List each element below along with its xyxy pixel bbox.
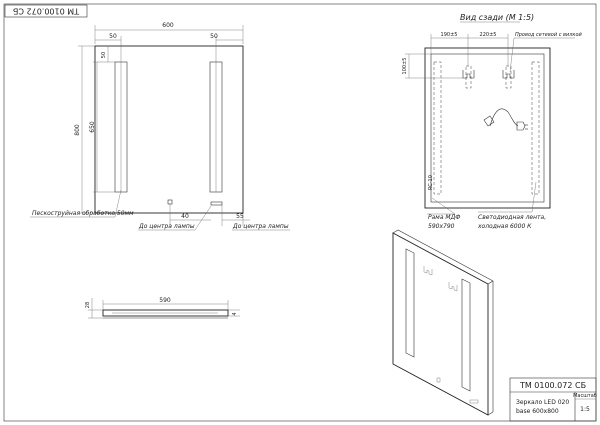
- dim-28: 28: [85, 302, 91, 308]
- sheet-frame: [3, 3, 597, 422]
- power-cable: [489, 108, 519, 127]
- note-frame-size: 590х790: [428, 223, 455, 230]
- power-plug-icon: [483, 115, 495, 127]
- dim-4: 4: [232, 312, 238, 315]
- hanger-right-icon: [502, 70, 515, 79]
- rear-led-left: [433, 61, 442, 195]
- note-frame: Рама МДФ: [428, 214, 460, 221]
- rear-inner-frame: [430, 53, 545, 203]
- dim-800: 800: [74, 124, 81, 136]
- note-center-right: До центра лампы: [232, 223, 289, 230]
- dim-55: 55: [236, 213, 244, 220]
- front-sensor: [167, 199, 173, 205]
- dim-50-right: 50: [210, 33, 218, 40]
- front-mirror-outline: [94, 45, 244, 214]
- rear-view: Вид сзади (М 1:5) RC-10 190±5 220±5: [402, 13, 583, 230]
- side-profile: [102, 309, 229, 317]
- note-center-left: До центра лампы: [138, 223, 195, 230]
- title-block-sheet-label: Масштаб: [573, 393, 597, 399]
- dim-190: 190±5: [441, 32, 458, 38]
- note-led: Светодиодная лента,: [478, 214, 546, 221]
- iso-left-lamp: [405, 248, 415, 358]
- front-switch: [210, 201, 223, 206]
- front-view: 600 50 50 800 650 50 Пескоструйная обраб…: [30, 22, 290, 231]
- dim-40: 40: [181, 213, 189, 220]
- rear-small-mark: RC-10: [428, 175, 434, 190]
- rear-slot-right: [505, 65, 512, 89]
- iso-hanger-left-icon: [423, 266, 433, 276]
- title-block-sheet-value: 1:5: [580, 406, 590, 413]
- dim-600: 600: [162, 22, 174, 29]
- title-block: ТМ 0100.072 СБ Зеркало LED 020 base 600х…: [509, 377, 597, 422]
- title-block-name-2: base 600х800: [516, 408, 559, 415]
- iso-switch: [469, 399, 479, 404]
- iso-view: [392, 229, 494, 416]
- iso-mirror-edge: [392, 229, 494, 285]
- rear-slot-left: [465, 65, 472, 89]
- note-wire: Провод сетевой с вилкой: [515, 32, 583, 38]
- dim-50-top: 50: [101, 52, 107, 58]
- top-stamp-code: ТМ 0100.072 СБ: [13, 7, 80, 16]
- iso-right-lamp: [461, 278, 471, 392]
- hanger-left-icon: [462, 70, 475, 79]
- rear-view-title: Вид сзади (М 1:5): [460, 13, 534, 22]
- dim-50-left: 50: [109, 33, 117, 40]
- title-block-code: ТМ 0100.072 СБ: [519, 381, 586, 390]
- note-sandblast: Пескоструйная обработка 50мм: [32, 210, 134, 217]
- top-stamp: ТМ 0100.072 СБ: [4, 4, 88, 18]
- rear-outline: [424, 47, 551, 209]
- iso-hanger-right-icon: [448, 282, 458, 292]
- side-view: 590 28 4: [85, 297, 240, 319]
- dim-590: 590: [159, 297, 171, 304]
- rear-led-right: [531, 61, 540, 195]
- dim-650: 650: [89, 121, 96, 133]
- iso-mirror-face: [392, 232, 489, 416]
- note-led-2: холодная 6000 К: [477, 223, 532, 230]
- iso-sensor: [436, 377, 441, 383]
- dim-220: 220±5: [480, 32, 497, 38]
- title-block-name-1: Зеркало LED 020: [516, 399, 569, 406]
- dim-100: 100±5: [402, 58, 408, 75]
